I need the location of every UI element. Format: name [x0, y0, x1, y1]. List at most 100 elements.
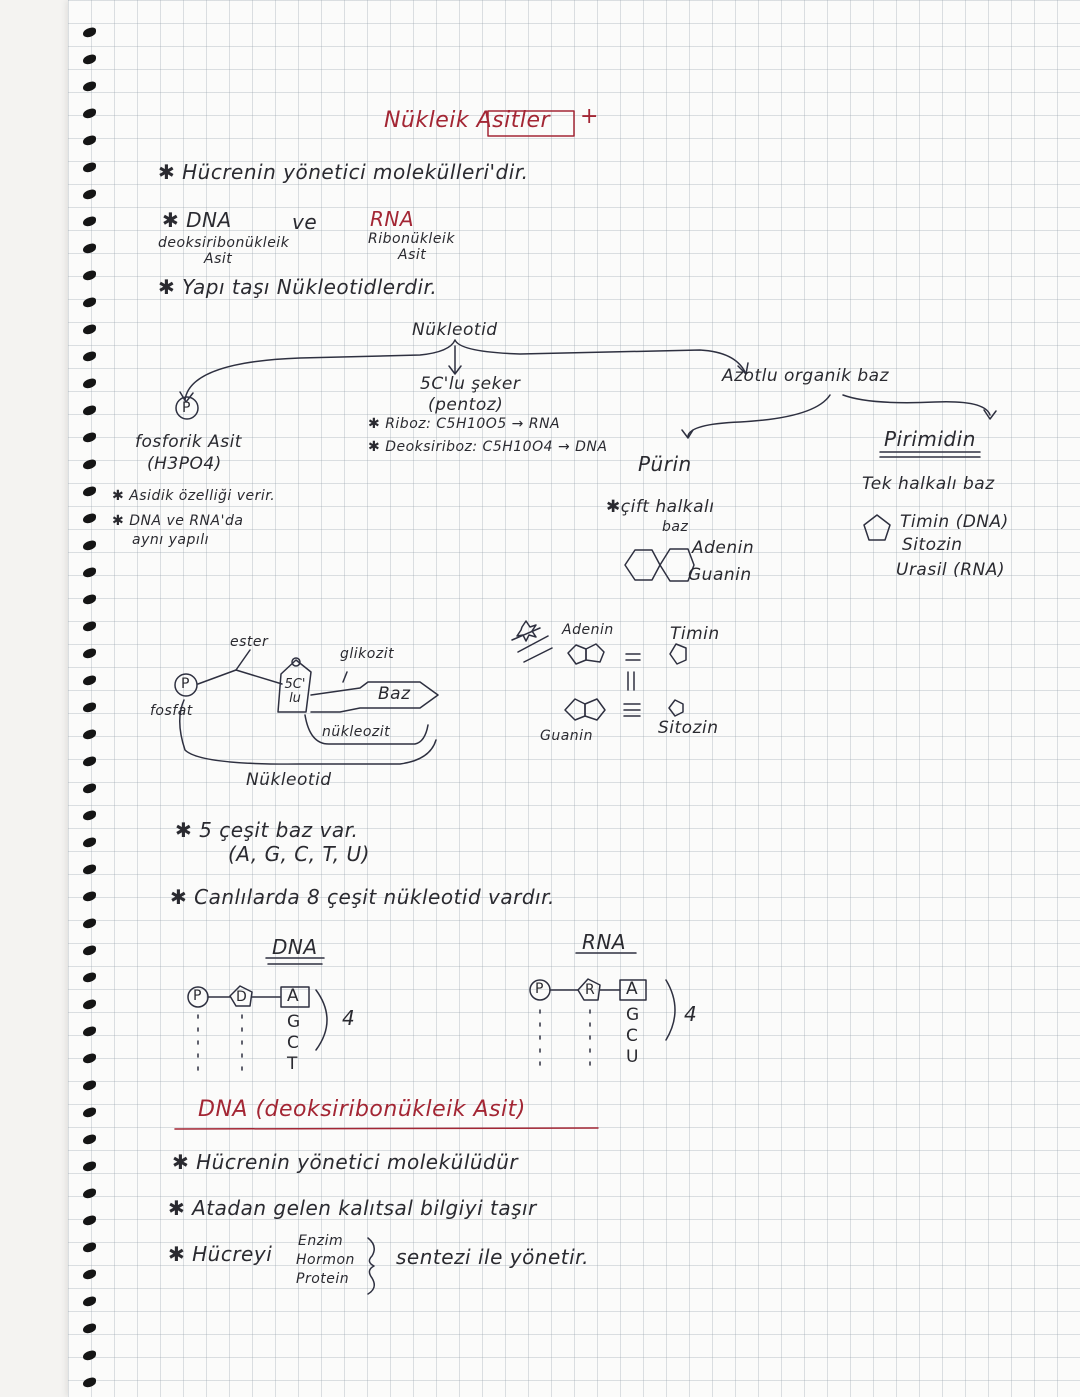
- rna-sugar: [577, 978, 601, 1001]
- nukleotid-bottom-label: Nükleotid: [246, 770, 332, 790]
- dna-base-a: A: [287, 986, 300, 1006]
- asidik-line: ✱ Asidik özelliği verir.: [112, 488, 276, 504]
- sugar-oxygen: [291, 657, 301, 667]
- arrow-to-purin-head: [681, 429, 694, 439]
- pair-timin-label: Timin: [670, 624, 720, 644]
- rna-full-name-1: Ribonükleik: [368, 231, 455, 247]
- sugar-label: 5C'lu: [284, 677, 306, 706]
- purin-adenin: Adenin: [692, 538, 755, 558]
- pirimidin-pentagon: [863, 514, 891, 541]
- bullet-item-protein: Protein: [296, 1271, 350, 1287]
- purin-ring-1: [624, 549, 661, 581]
- dna-base-box: [280, 986, 310, 1008]
- bullet-hucreyi: ✱ Hücreyi: [168, 1242, 273, 1266]
- arrow-to-phosphate: [179, 391, 194, 403]
- dna-heading: DNA: [272, 935, 318, 959]
- dna-base-t: T: [287, 1054, 298, 1074]
- pentoz-label: (pentoz): [428, 395, 504, 415]
- dna-sugar: [229, 985, 253, 1007]
- arrow-to-base: [737, 362, 749, 375]
- arrow-to-pirimidin: [842, 394, 991, 416]
- nukleotid-bracket: [179, 699, 437, 765]
- title-plus-mark: +: [580, 104, 599, 129]
- phosphate-circle-top: [175, 396, 199, 420]
- page-title: Nükleik Asitler: [384, 108, 551, 133]
- intro-line: ✱ Hücrenin yönetici molekülleri'dir.: [158, 160, 529, 184]
- pair-adenin-label: Adenin: [562, 622, 614, 638]
- pirimidin-heading: Pirimidin: [884, 427, 976, 451]
- timin-item: Timin (DNA): [900, 512, 1009, 532]
- star-icon: [516, 620, 537, 642]
- rna-base-c: C: [626, 1026, 639, 1046]
- sitozin-item: Sitozin: [902, 535, 963, 555]
- arrow-to-pirimidin-head: [983, 409, 997, 420]
- rna-full-name-2: Asit: [398, 247, 427, 263]
- dna-count: 4: [342, 1006, 356, 1030]
- nukleozit-label: nükleozit: [322, 724, 391, 740]
- dna-section-title: DNA (deoksiribonükleik Asit): [198, 1097, 526, 1122]
- base-arrow-box: [310, 681, 439, 713]
- dna-base-g: G: [287, 1012, 301, 1032]
- rna-phosphate-symbol: P: [535, 981, 544, 997]
- nukleozit-bracket: [304, 714, 429, 745]
- rna-base-a: A: [626, 979, 639, 999]
- curly-brace: [367, 1237, 375, 1295]
- dna-rna-note: ✱ DNA ve RNA'da: [112, 513, 244, 529]
- purin-guanin: Guanin: [688, 565, 752, 585]
- rna-label: RNA: [370, 207, 415, 231]
- rna-brace: [665, 979, 676, 1041]
- timin-hex: [669, 643, 687, 665]
- yapi-tasi-line: ✱ Yapı taşı Nükleotidlerdir.: [158, 275, 438, 299]
- azotlu-baz-label: Azotlu organik baz: [722, 366, 889, 386]
- dna-section-underline: [174, 1127, 599, 1130]
- rna-base-g: G: [626, 1005, 640, 1025]
- star-scribble: [511, 627, 553, 663]
- guanin-ring-2: [584, 698, 606, 721]
- bes-cesit-line: ✱ 5 çeşit baz var.: [175, 818, 359, 842]
- canlilarda-line: ✱ Canlılarda 8 çeşit nükleotid vardır.: [170, 885, 555, 909]
- rna-base-u: U: [626, 1047, 639, 1067]
- ve-label: ve: [292, 210, 318, 234]
- rna-count: 4: [684, 1002, 698, 1026]
- rna-heading: RNA: [582, 930, 627, 954]
- arrow-to-sugar-head: [448, 365, 462, 375]
- dna-phosphate-symbol: P: [193, 988, 202, 1004]
- notebook-page: [68, 0, 1080, 1397]
- adenin-ring-1: [567, 644, 587, 665]
- phosphate-circle-diagram: [174, 673, 198, 697]
- pirimidin-desc: Tek halkalı baz: [862, 474, 995, 494]
- sugar-pentagon: [277, 659, 312, 713]
- purin-desc-2: baz: [662, 519, 689, 535]
- fosforik-formula: (H3PO4): [147, 454, 222, 474]
- adenin-ring-2: [585, 643, 605, 663]
- phosphate-sugar-bond: [235, 669, 283, 685]
- dna-brace: [315, 989, 328, 1051]
- rna-sugar-symbol: R: [585, 982, 596, 998]
- dna-sugar-symbol: D: [236, 989, 248, 1005]
- bullet-yonetici: ✱ Hücrenin yönetici molekülüdür: [172, 1150, 519, 1174]
- baz-box-label: Baz: [378, 684, 411, 704]
- bullet-kalitsal: ✱ Atadan gelen kalıtsal bilgiyi taşır: [168, 1196, 537, 1220]
- sitozin-hex: [668, 699, 684, 717]
- seker-label: 5C'lu şeker: [420, 374, 521, 394]
- purin-desc: ✱çift halkalı: [606, 497, 715, 517]
- purin-heading: Pürin: [638, 452, 692, 476]
- bullet-item-enzim: Enzim: [298, 1233, 344, 1249]
- phosphate-symbol: P: [182, 400, 191, 416]
- phosphate-symbol-diagram: P: [181, 676, 190, 692]
- bazlar-list: (A, G, C, T, U): [228, 842, 370, 866]
- riboz-formula: ✱ Riboz: C5H10O5 → RNA: [368, 416, 561, 432]
- arrow-to-purin: [687, 394, 831, 437]
- dna-label: ✱ DNA: [162, 208, 232, 232]
- dna-rna-note-2: aynı yapılı: [132, 532, 209, 548]
- dna-base-c: C: [287, 1033, 300, 1053]
- guanin-ring-1: [564, 698, 586, 721]
- pair-guanin-label: Guanin: [540, 728, 593, 744]
- bullet-item-hormon: Hormon: [296, 1252, 355, 1268]
- fosfat-label: fosfat: [150, 703, 193, 719]
- title-box: [487, 110, 575, 137]
- dna-full-name-2: Asit: [204, 251, 233, 267]
- rna-base-box: [619, 979, 647, 1001]
- deoksiriboz-formula: ✱ Deoksiriboz: C5H10O4 → DNA: [368, 439, 608, 455]
